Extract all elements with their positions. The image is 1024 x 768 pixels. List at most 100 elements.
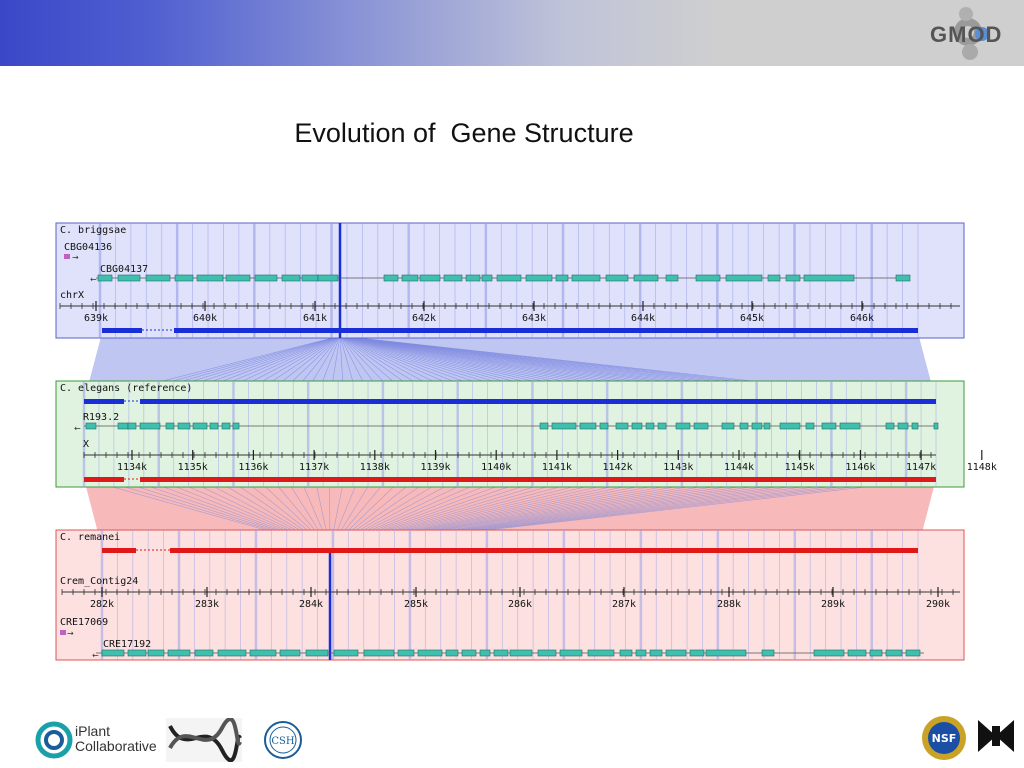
exon[interactable] [649, 649, 663, 657]
exon[interactable] [689, 649, 705, 657]
exon[interactable] [785, 274, 801, 282]
gene-label-cre17192[interactable]: CRE17192 [103, 639, 151, 650]
exon[interactable] [551, 422, 577, 430]
gene-model-cre17192[interactable] [96, 649, 924, 657]
exon[interactable] [225, 274, 251, 282]
exon[interactable] [599, 422, 609, 430]
exon[interactable] [165, 422, 175, 430]
exon[interactable] [443, 274, 463, 282]
exon[interactable] [481, 274, 493, 282]
exon[interactable] [571, 274, 601, 282]
exon[interactable] [117, 274, 141, 282]
exon[interactable] [445, 649, 459, 657]
exon[interactable] [645, 422, 655, 430]
exon[interactable] [279, 649, 301, 657]
exon[interactable] [127, 649, 147, 657]
exon[interactable] [665, 274, 679, 282]
exon[interactable] [555, 274, 569, 282]
exon[interactable] [217, 649, 247, 657]
exon[interactable] [559, 649, 583, 657]
exon[interactable] [101, 649, 125, 657]
exon[interactable] [885, 422, 895, 430]
exon[interactable] [127, 422, 137, 430]
exon[interactable] [813, 649, 845, 657]
exon[interactable] [695, 274, 721, 282]
gene-model-r193-2[interactable] [84, 422, 939, 430]
exon[interactable] [305, 649, 329, 657]
exon[interactable] [767, 274, 781, 282]
exon[interactable] [657, 422, 667, 430]
exon[interactable] [383, 274, 399, 282]
exon[interactable] [479, 649, 491, 657]
exon[interactable] [192, 422, 208, 430]
exon[interactable] [167, 649, 191, 657]
exon[interactable] [461, 649, 477, 657]
exon[interactable] [615, 422, 629, 430]
exon[interactable] [232, 422, 240, 430]
exon[interactable] [605, 274, 629, 282]
exon[interactable] [419, 274, 441, 282]
exon[interactable] [85, 422, 97, 430]
exon[interactable] [209, 422, 219, 430]
exon[interactable] [221, 422, 231, 430]
exon[interactable] [177, 422, 191, 430]
gene-label-r193-2[interactable]: R193.2 [83, 412, 119, 423]
exon[interactable] [145, 274, 171, 282]
exon[interactable] [117, 422, 129, 430]
exon[interactable] [905, 649, 921, 657]
exon[interactable] [721, 422, 735, 430]
exon[interactable] [895, 274, 911, 282]
exon[interactable] [705, 649, 747, 657]
exon[interactable] [821, 422, 837, 430]
exon[interactable] [751, 422, 763, 430]
exon[interactable] [779, 422, 801, 430]
exon[interactable] [761, 649, 775, 657]
exon[interactable] [805, 422, 815, 430]
exon[interactable] [635, 649, 647, 657]
gene-label-cre17069[interactable]: CRE17069 [60, 617, 108, 628]
exon[interactable] [465, 274, 481, 282]
exon[interactable] [665, 649, 687, 657]
exon[interactable] [869, 649, 883, 657]
exon[interactable] [301, 274, 319, 282]
exon[interactable] [631, 422, 643, 430]
exon[interactable] [139, 422, 161, 430]
exon[interactable] [254, 274, 278, 282]
exon[interactable] [525, 274, 553, 282]
exon[interactable] [587, 649, 615, 657]
exon[interactable] [509, 649, 533, 657]
exon[interactable] [803, 274, 855, 282]
gene-label-cbg04136[interactable]: CBG04136 [64, 242, 112, 253]
exon[interactable] [363, 649, 395, 657]
exon[interactable] [725, 274, 763, 282]
exon[interactable] [633, 274, 659, 282]
exon[interactable] [537, 649, 557, 657]
exon[interactable] [847, 649, 867, 657]
exon[interactable] [579, 422, 597, 430]
exon[interactable] [397, 649, 415, 657]
exon[interactable] [911, 422, 919, 430]
exon[interactable] [401, 274, 419, 282]
gene-glyph-cre17069[interactable] [60, 630, 66, 635]
exon[interactable] [317, 274, 339, 282]
exon[interactable] [619, 649, 633, 657]
gene-glyph-cbg04136[interactable] [64, 254, 70, 259]
exon[interactable] [933, 422, 939, 430]
exon[interactable] [174, 274, 194, 282]
exon[interactable] [97, 274, 113, 282]
gene-model-cbg04137[interactable] [96, 274, 911, 282]
gene-label-cbg04137[interactable]: CBG04137 [100, 264, 148, 275]
exon[interactable] [194, 649, 214, 657]
exon[interactable] [693, 422, 709, 430]
exon[interactable] [763, 422, 771, 430]
exon[interactable] [539, 422, 549, 430]
exon[interactable] [897, 422, 909, 430]
exon[interactable] [147, 649, 165, 657]
exon[interactable] [196, 274, 224, 282]
exon[interactable] [675, 422, 691, 430]
exon[interactable] [417, 649, 443, 657]
exon[interactable] [493, 649, 509, 657]
exon[interactable] [249, 649, 277, 657]
exon[interactable] [496, 274, 522, 282]
exon[interactable] [739, 422, 749, 430]
